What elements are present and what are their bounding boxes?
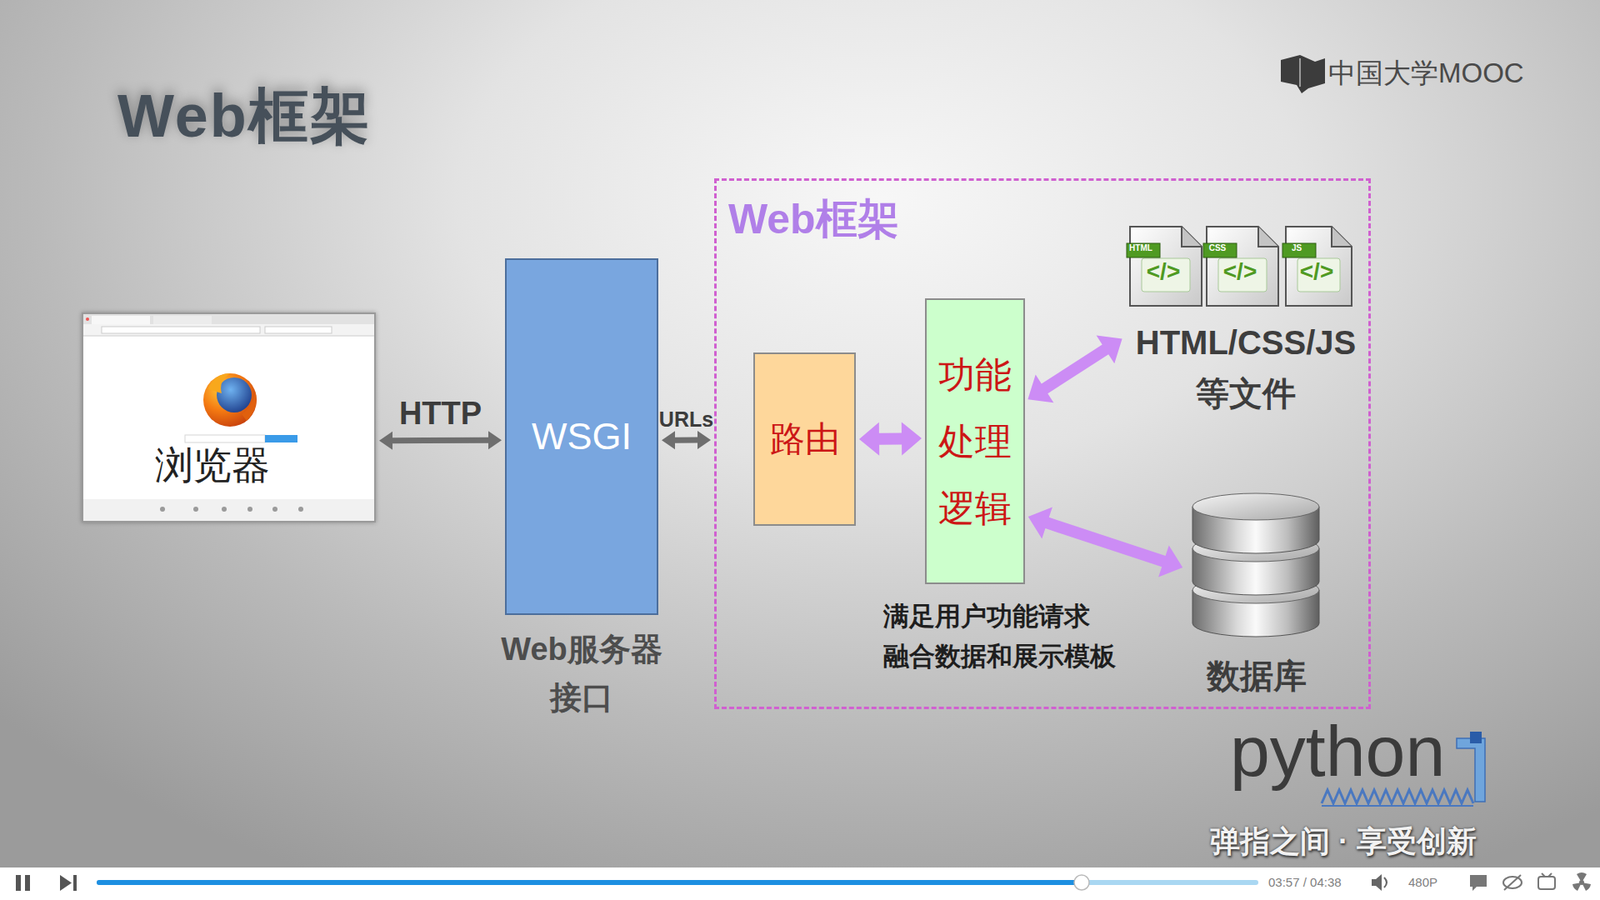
code-symbol: </> (1142, 258, 1185, 285)
video-time: 03:57 / 04:38 (1268, 875, 1342, 890)
static-files-text: HTML/CSS/JS 等文件 (1125, 317, 1367, 420)
slide-decoration-part (1504, 875, 1521, 890)
logo-word: python (1230, 715, 1445, 787)
database-cylinder-part (1192, 493, 1320, 520)
slide-decoration-part (1384, 877, 1387, 888)
slide-decoration-part (15, 875, 21, 891)
database: 数据库 (1185, 490, 1328, 703)
router-box-text: 路由 (770, 415, 840, 463)
browser-window-art-part (208, 373, 230, 394)
browser-window-art-part (83, 499, 375, 521)
browser-window-art-part (221, 506, 227, 512)
slide-decoration-part (1576, 872, 1587, 883)
edge-label: HTTP (399, 395, 482, 433)
slide-decoration-part (96, 880, 1082, 885)
browser-window-art (83, 314, 375, 521)
file-tag: HTML (1124, 240, 1158, 255)
database-cylinder (1185, 490, 1328, 640)
slide-decoration-part (1548, 873, 1552, 877)
slide-decoration-part (1538, 876, 1555, 890)
browser-window-art-part (241, 390, 257, 421)
slide-decoration-part (1299, 58, 1301, 87)
video-quality: 480P (1408, 875, 1438, 890)
slide-decoration-part (1321, 805, 1474, 807)
slide-decoration-part (60, 875, 72, 891)
file-icons-part (1181, 226, 1202, 247)
logic-box-text: 功能 处理 逻辑 (938, 341, 1012, 542)
interface-box-caption: Web服务器 接口 (500, 625, 663, 722)
slide-decoration-part (0, 867, 1600, 900)
browser-window-art-part (272, 506, 278, 512)
browser-window-art-part (298, 506, 304, 512)
slide-decoration-part (1470, 731, 1482, 744)
slide-decoration-part (1541, 873, 1545, 877)
browser-window-art-part (265, 326, 332, 334)
slide-decoration-part (1470, 875, 1487, 891)
file-tag: CSS (1200, 240, 1235, 255)
slide-decoration-part (1572, 882, 1582, 891)
framework-region-text: Web框架 (728, 195, 900, 245)
connector-arrow (379, 430, 502, 450)
slide-title: Web框架 (117, 80, 372, 152)
file-icons-part (1206, 226, 1279, 306)
code-symbol: </> (1295, 258, 1338, 285)
file-icons-part (1141, 258, 1190, 292)
file-icons-part (1331, 226, 1352, 247)
slide-decoration-part (1280, 55, 1325, 94)
browser-window-art-part (153, 315, 212, 325)
edge-label: URLs (659, 407, 714, 432)
router-box: 路由 (753, 352, 856, 526)
browser-window-art-part (216, 377, 252, 413)
browser-window-art-part (83, 324, 375, 336)
browser-window-art-part (91, 315, 150, 325)
browser-window-art-part (203, 373, 257, 427)
slide-decoration-part (1456, 738, 1485, 802)
logic-box: 功能 处理 逻辑 (925, 298, 1025, 585)
file-icons-part (1130, 226, 1202, 306)
static-files: HTML/CSS/JS 等文件 (1125, 223, 1367, 420)
file-icons-part (1285, 226, 1352, 306)
browser-window-art-part (85, 317, 90, 321)
slide-decoration-part (73, 875, 77, 891)
browser-window-art-part (160, 506, 165, 512)
code-symbol: </> (1219, 258, 1261, 285)
connector-arrow (1028, 507, 1183, 578)
browser-window-art-part (247, 506, 253, 512)
connector-arrow (661, 430, 711, 450)
slogan: 弹指之间 · 享受创新 (1210, 823, 1477, 860)
browser-window-art-part (265, 435, 298, 443)
database-text: 数据库 (1185, 655, 1328, 696)
interface-box-text: WSGI (506, 415, 657, 459)
browser-window-art-part (193, 506, 199, 512)
slide-decoration-part (1321, 790, 1474, 804)
browser-window: 浏览器 (81, 312, 376, 523)
browser-window-art-part (83, 335, 375, 337)
file-icons-part (1258, 226, 1279, 247)
video-player-bar (0, 867, 1600, 900)
connector-arrow (1027, 335, 1122, 404)
browser-window-art-part (185, 435, 265, 443)
slide-decoration-part (1581, 882, 1591, 891)
mooc-logo-icon (1280, 55, 1325, 94)
logo-text: 中国大学MOOC (1328, 56, 1525, 90)
browser-window-text: 浏览器 (155, 445, 270, 485)
file-icons-part (1218, 258, 1267, 292)
connector-arrow (859, 421, 922, 455)
slide-decoration-part (1371, 874, 1382, 891)
browser-window-art-part (83, 314, 375, 325)
slide-decoration-part (1074, 875, 1090, 890)
slide-decoration-part (25, 875, 30, 891)
file-tag: JS (1280, 240, 1314, 255)
interface-box: WSGIWeb服务器 接口 (505, 258, 659, 615)
note-text: 满足用户功能请求 融合数据和展示模板 (883, 596, 1116, 677)
browser-window-art-part (101, 326, 260, 334)
